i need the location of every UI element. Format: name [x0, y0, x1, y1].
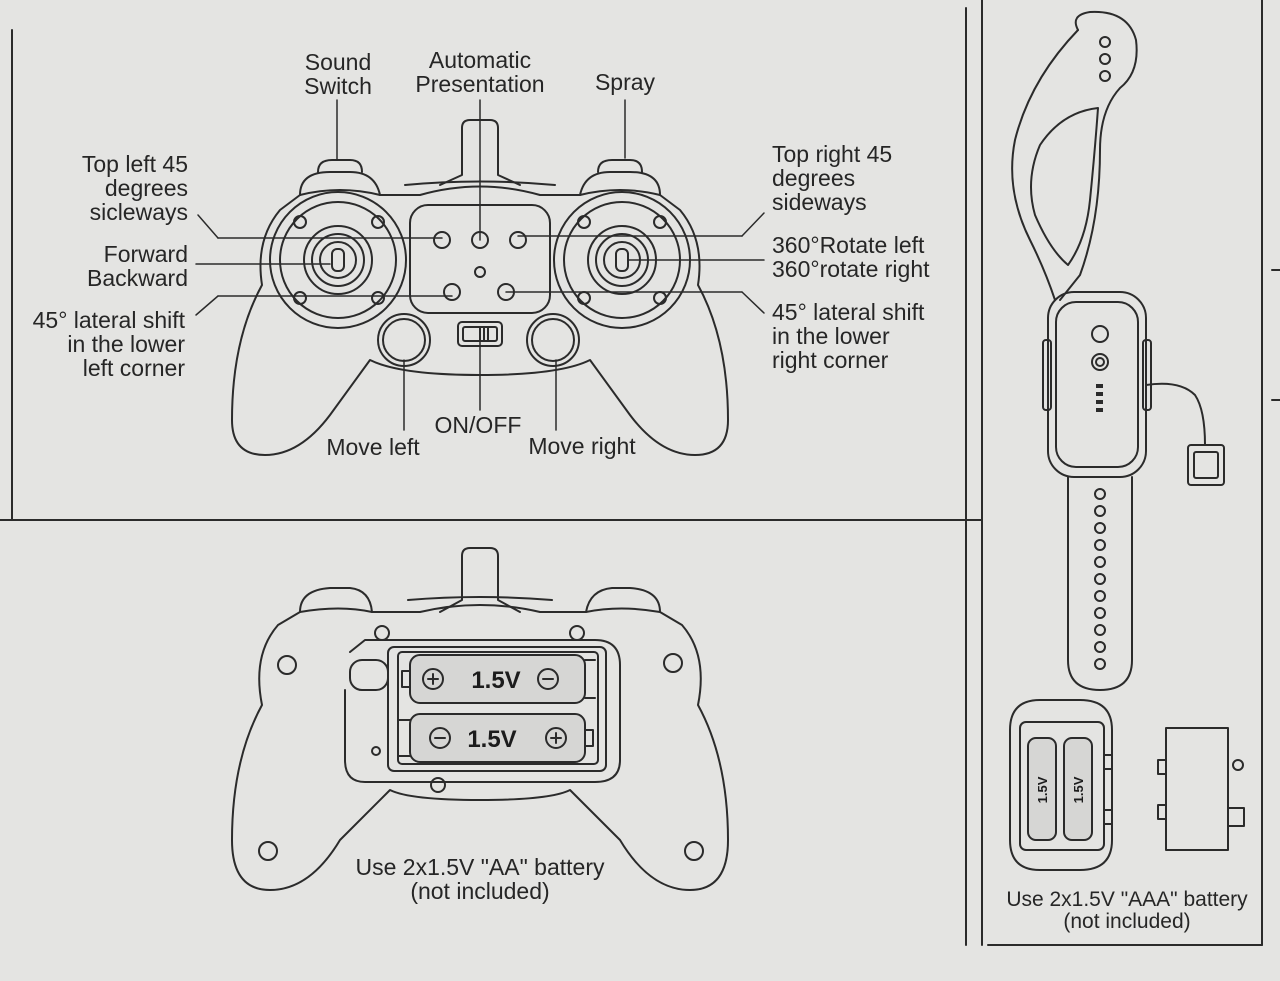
label-automatic-presentation: Automatic Presentation — [415, 47, 545, 97]
label-move-right: Move right — [528, 433, 636, 459]
label-move-left: Move left — [326, 434, 420, 460]
label-forward-backward: Forward Backward — [87, 241, 188, 291]
aa-cell-2-voltage: 1.5V — [467, 726, 516, 753]
aa-cell-1-voltage: 1.5V — [471, 667, 520, 694]
aaa-battery-note: Use 2x1.5V "AAA" battery (not included) — [1006, 888, 1248, 933]
label-rotate: 360°Rotate left 360°rotate right — [772, 232, 930, 282]
battery-level-dots — [1096, 384, 1103, 412]
panel-borders — [0, 0, 1280, 946]
controller-bottom-view — [231, 547, 729, 891]
label-lateral-shift-left: 45° lateral shift in the lower left corn… — [32, 307, 185, 381]
leader-lines — [195, 99, 765, 431]
aaa-cell-1-voltage: 1.5V — [1035, 776, 1050, 803]
label-top-right-45: Top right 45 degrees sideways — [772, 141, 893, 215]
aa-battery-note: Use 2x1.5V "AA" battery (not included) — [355, 854, 605, 904]
wristband — [1009, 10, 1245, 871]
label-spray: Spray — [594, 69, 656, 95]
label-sound-switch: Sound Switch — [304, 49, 372, 99]
strap-holes — [1094, 36, 1111, 670]
aaa-cell-2-voltage: 1.5V — [1071, 776, 1086, 803]
label-lateral-shift-right: 45° lateral shift in the lower right cor… — [772, 299, 925, 373]
label-top-left-45: Top left 45 degrees sicleways — [81, 151, 188, 225]
label-on-off: ON/OFF — [434, 412, 522, 438]
